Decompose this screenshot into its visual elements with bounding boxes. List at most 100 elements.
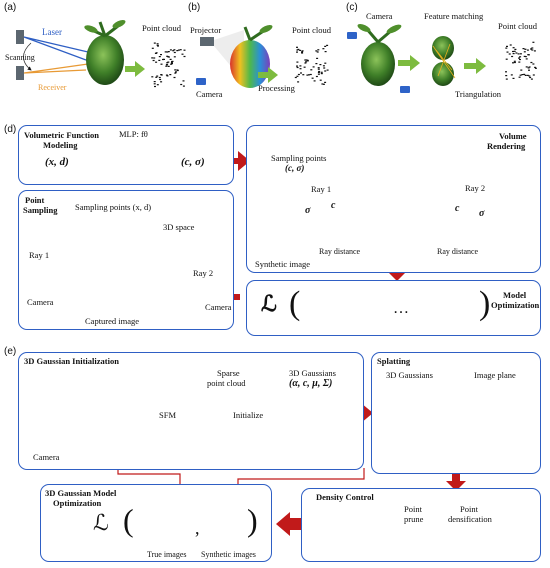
point-mark <box>302 74 305 76</box>
point-mark <box>322 65 325 67</box>
initialize-label: Initialize <box>233 410 264 420</box>
point-mark <box>304 62 307 64</box>
point-mark <box>533 50 536 52</box>
point-mark <box>320 71 323 73</box>
point-mark <box>315 50 318 52</box>
point-mark <box>318 70 321 73</box>
loss-open-paren: ( <box>123 502 134 538</box>
point-mark <box>518 76 521 78</box>
point-mark <box>534 66 537 68</box>
point-mark <box>165 65 168 67</box>
point-mark <box>176 50 179 52</box>
point-mark <box>315 63 318 65</box>
point-mark <box>319 79 322 81</box>
point-mark <box>512 50 514 53</box>
mo-title-line2: Optimization <box>491 300 540 310</box>
density-control-box: Density Control Point prune Point densif… <box>301 488 541 562</box>
point-mark <box>324 45 327 47</box>
splat-title: Splatting <box>377 356 411 366</box>
point-mark <box>505 47 508 49</box>
point-mark <box>524 48 527 50</box>
point-mark <box>176 69 179 71</box>
point-mark <box>301 52 304 54</box>
point-mark <box>165 63 168 66</box>
vfm-title-line2: Modeling <box>43 140 78 150</box>
point-mark <box>524 74 527 76</box>
point-mark <box>518 61 521 63</box>
left-red-arrow-icon <box>276 512 302 536</box>
vfm-input-label: (x, d) <box>45 156 69 168</box>
point-mark <box>531 49 534 51</box>
point-mark <box>506 45 508 47</box>
triangulation-label: Triangulation <box>455 89 501 99</box>
point-mark <box>160 81 163 83</box>
camera-icon <box>196 78 206 85</box>
point-cloud-a <box>151 42 186 88</box>
point-mark <box>529 76 532 79</box>
point-mark <box>506 51 509 53</box>
point-mark <box>301 50 304 52</box>
point-mark <box>167 65 170 67</box>
camera-icon <box>347 32 357 39</box>
sparse-label-line1: Sparse <box>217 368 240 378</box>
point-mark <box>532 41 535 43</box>
point-cloud-label: Point cloud <box>498 21 537 31</box>
point-mark <box>532 63 535 65</box>
point-mark <box>165 74 168 76</box>
point-mark <box>316 57 319 59</box>
point-cloud-label: Point cloud <box>142 23 181 33</box>
point-mark <box>167 56 169 58</box>
point-mark <box>518 57 520 59</box>
vfm-title-line1: Volumetric Function <box>24 130 100 140</box>
splatting-box: Splatting 3D Gaussians Image plane <box>371 352 541 474</box>
densification-label-line1: Point <box>460 504 478 514</box>
point-mark <box>183 49 186 51</box>
point-mark <box>527 54 530 56</box>
point-mark <box>299 65 302 67</box>
sfm-label: SFM <box>159 410 177 420</box>
point-mark <box>174 72 177 74</box>
loss-symbol: ℒ <box>93 510 109 535</box>
point-mark <box>153 42 156 44</box>
panel-d-letter: (d) <box>4 124 17 135</box>
point-mark <box>513 60 516 62</box>
point-mark <box>514 48 517 50</box>
point-mark <box>156 84 159 86</box>
point-mark <box>182 80 185 82</box>
point-mark <box>312 66 315 68</box>
c-label-1: c <box>331 200 336 211</box>
point-mark <box>324 70 327 72</box>
laser-beam <box>23 36 89 61</box>
point-mark <box>299 68 302 70</box>
point-mark <box>528 75 531 77</box>
point-mark <box>164 51 167 53</box>
point-mark <box>296 65 298 67</box>
point-mark <box>151 47 154 49</box>
point-mark <box>512 47 515 49</box>
point-mark <box>528 69 530 71</box>
synthetic-image-label: Synthetic image <box>255 259 311 269</box>
point-mark <box>297 81 300 83</box>
point-mark <box>521 74 524 76</box>
point-mark <box>510 74 513 76</box>
point-mark <box>155 61 158 63</box>
point-mark <box>175 71 177 73</box>
point-mark <box>310 69 313 71</box>
panel-c-graphic <box>357 23 486 86</box>
ray-distance-label-2: Ray distance <box>437 247 479 256</box>
point-mark <box>158 76 161 79</box>
scanner-device <box>16 30 24 44</box>
opt-title-line2: Optimization <box>53 498 102 508</box>
point-mark <box>153 57 156 59</box>
point-mark <box>173 76 176 79</box>
point-mark <box>519 74 522 76</box>
model-optimization-box: ℒ ( … ) Model Optimization <box>246 280 541 336</box>
image-plane-label: Image plane <box>474 370 516 380</box>
sparse-label-line2: point cloud <box>207 378 246 388</box>
point-mark <box>160 63 163 65</box>
point-mark <box>294 76 297 79</box>
loss-ellipsis: … <box>393 300 409 317</box>
point-mark <box>322 48 325 50</box>
point-mark <box>151 76 154 78</box>
point-mark <box>173 56 176 58</box>
